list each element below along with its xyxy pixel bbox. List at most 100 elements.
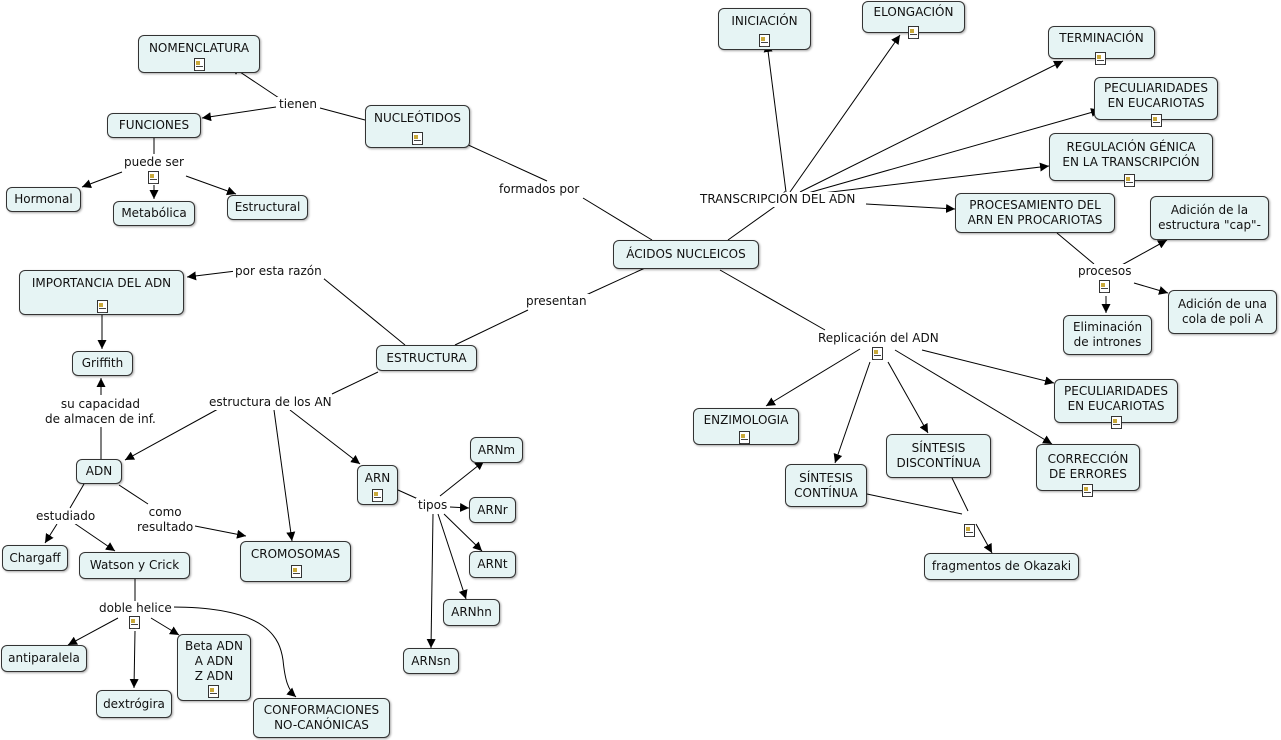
resource-icon[interactable] [964, 524, 975, 537]
node-label: Hormonal [14, 192, 73, 206]
node-sintesis-discontinua[interactable]: SÍNTESIS DISCONTÍNUA [886, 434, 991, 478]
node-acidos-nucleicos[interactable]: ÁCIDOS NUCLEICOS [613, 240, 759, 269]
node-regulacion-genica[interactable]: REGULACIÓN GÉNICA EN LA TRANSCRIPCIÓN [1049, 133, 1213, 187]
node-label: SÍNTESIS DISCONTÍNUA [896, 441, 981, 470]
node-label: FUNCIONES [118, 118, 190, 132]
node-enzimologia[interactable]: ENZIMOLOGIA [693, 408, 799, 445]
node-chargaff[interactable]: Chargaff [2, 545, 68, 571]
node-label: Adición de una cola de poli A [1177, 297, 1268, 326]
node-arnsn[interactable]: ARNsn [403, 648, 459, 674]
node-conformaciones[interactable]: CONFORMACIONES NO-CANÓNICAS [253, 698, 390, 738]
node-eliminacion-intrones[interactable]: Eliminación de intrones [1063, 315, 1152, 355]
node-watson-crick[interactable]: Watson y Crick [79, 552, 190, 579]
node-nomenclatura[interactable]: NOMENCLATURA [138, 35, 260, 73]
resource-icon[interactable] [1099, 280, 1110, 293]
node-label: ARNr [477, 502, 508, 517]
resource-icon[interactable] [97, 300, 108, 313]
node-label: PECULIARIDADES EN EUCARIOTAS [1064, 384, 1168, 413]
node-arn[interactable]: ARN [357, 465, 398, 505]
resource-icon[interactable] [291, 565, 302, 578]
node-label: ARNsn [411, 653, 451, 668]
resource-icon[interactable] [412, 132, 423, 145]
resource-icon[interactable] [129, 616, 140, 629]
node-metabolica[interactable]: Metabólica [113, 201, 195, 226]
node-label: CROMOSOMAS [250, 547, 341, 561]
resource-icon[interactable] [1095, 52, 1106, 65]
node-label: CONFORMACIONES NO-CANÓNICAS [263, 703, 380, 732]
node-sintesis-continua[interactable]: SÍNTESIS CONTÍNUA [785, 464, 867, 507]
node-arnr[interactable]: ARNr [469, 497, 516, 523]
node-fragmentos-okazaki[interactable]: fragmentos de Okazaki [924, 553, 1079, 580]
node-label: TERMINACIÓN [1059, 31, 1144, 45]
node-nucleotidos[interactable]: NUCLEÓTIDOS [365, 105, 470, 148]
node-label: CORRECCIÓN DE ERRORES [1047, 452, 1129, 481]
node-arnt[interactable]: ARNt [469, 551, 516, 578]
link-tienen: tienen [277, 97, 320, 112]
node-funciones[interactable]: FUNCIONES [107, 113, 201, 138]
node-arnm[interactable]: ARNm [470, 437, 523, 463]
node-peculiaridades-transcripcion[interactable]: PECULIARIDADES EN EUCARIOTAS [1094, 77, 1218, 127]
node-cromosomas[interactable]: CROMOSOMAS [240, 541, 351, 582]
node-formas-adn[interactable]: Beta ADN A ADN Z ADN [177, 634, 251, 701]
resource-icon[interactable] [759, 34, 770, 47]
resource-icon[interactable] [194, 58, 205, 71]
node-label: PROCESAMIENTO DEL ARN EN PROCARIOTAS [967, 198, 1103, 227]
node-label: ARNhn [451, 605, 492, 619]
node-label: Watson y Crick [89, 558, 180, 572]
link-replicacion-adn: Replicación del ADN [816, 331, 941, 346]
node-label: dextrógira [103, 696, 165, 711]
node-arnhn[interactable]: ARNhn [443, 599, 500, 626]
node-label: PECULIARIDADES EN EUCARIOTAS [1104, 81, 1208, 110]
link-procesos: procesos [1076, 264, 1134, 279]
node-label: SÍNTESIS CONTÍNUA [794, 470, 858, 500]
node-estructura[interactable]: ESTRUCTURA [376, 345, 477, 371]
node-label: REGULACIÓN GÉNICA EN LA TRANSCRIPCIÓN [1062, 140, 1200, 169]
resource-icon[interactable] [1124, 174, 1135, 187]
node-estructural[interactable]: Estructural [227, 195, 308, 220]
node-procesamiento[interactable]: PROCESAMIENTO DEL ARN EN PROCARIOTAS [955, 193, 1115, 233]
node-label: Griffith [81, 356, 124, 370]
node-label: Metabólica [121, 206, 187, 220]
resource-icon[interactable] [1111, 416, 1122, 429]
node-label: ESTRUCTURA [386, 350, 467, 365]
link-transcripcion-adn: TRANSCRIPCIÓN DEL ADN [698, 192, 858, 207]
resource-icon[interactable] [739, 431, 750, 444]
node-label: Chargaff [9, 550, 61, 565]
link-tipos: tipos [416, 498, 450, 513]
node-adn[interactable]: ADN [76, 459, 122, 484]
resource-icon[interactable] [872, 347, 883, 360]
node-iniciacion[interactable]: INICIACIÓN [718, 8, 811, 50]
node-label: IMPORTANCIA DEL ADN [31, 276, 172, 290]
resource-icon[interactable] [208, 685, 219, 698]
node-terminacion[interactable]: TERMINACIÓN [1048, 26, 1155, 65]
node-label: ADN [85, 464, 113, 478]
node-label: ARNm [477, 442, 516, 457]
link-puede-ser: puede ser [122, 155, 186, 170]
link-capacidad: su capacidad de almacen de inf. [43, 397, 158, 427]
node-adicion-cap[interactable]: Adición de la estructura "cap"- [1150, 196, 1269, 240]
node-adicion-poli-a[interactable]: Adición de una cola de poli A [1168, 290, 1277, 334]
node-elongacion[interactable]: ELONGACIÓN [862, 1, 965, 39]
resource-icon[interactable] [908, 26, 919, 39]
node-label: ÁCIDOS NUCLEICOS [626, 247, 746, 261]
node-dextrogira[interactable]: dextrógira [96, 690, 172, 718]
resource-icon[interactable] [1082, 484, 1093, 497]
resource-icon[interactable] [372, 489, 383, 502]
node-label: ARNt [477, 557, 508, 571]
node-label: antiparalela [8, 651, 80, 665]
node-correccion-errores[interactable]: CORRECCIÓN DE ERRORES [1036, 444, 1140, 497]
resource-icon[interactable] [148, 171, 159, 184]
link-doble-helice: doble helice [97, 601, 174, 616]
node-importancia-adn[interactable]: IMPORTANCIA DEL ADN [19, 270, 184, 315]
node-griffith[interactable]: Griffith [72, 351, 133, 376]
link-como-resultado: como resultado [135, 505, 196, 535]
resource-icon[interactable] [1151, 114, 1162, 127]
link-estructura-an: estructura de los AN [207, 395, 334, 410]
node-label: INICIACIÓN [731, 14, 798, 28]
node-antiparalela[interactable]: antiparalela [1, 645, 87, 672]
node-peculiaridades-replicacion[interactable]: PECULIARIDADES EN EUCARIOTAS [1054, 379, 1178, 429]
node-label: NUCLEÓTIDOS [373, 111, 462, 125]
node-label: Eliminación de intrones [1072, 320, 1143, 349]
node-hormonal[interactable]: Hormonal [6, 187, 81, 212]
